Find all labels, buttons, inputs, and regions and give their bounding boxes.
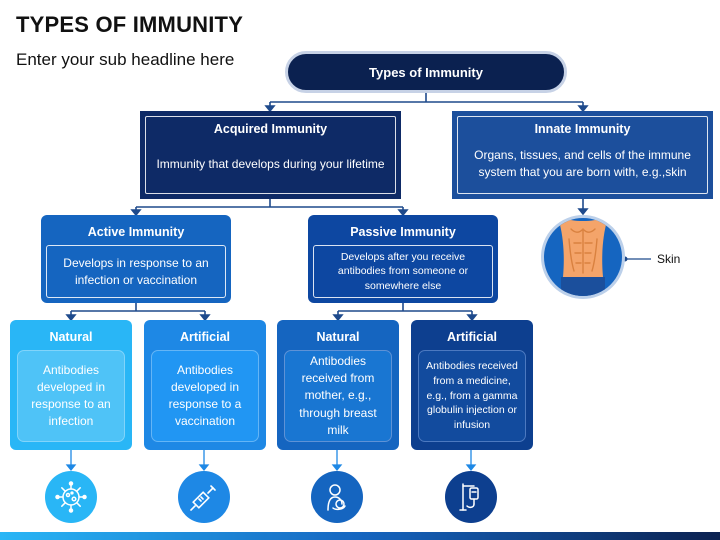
active-natural-node: Natural Antibodies developed in response…	[10, 320, 132, 450]
arrow-to-passive-artificial	[466, 314, 478, 322]
passive-desc: Develops after you receive antibodies fr…	[313, 245, 493, 298]
acquired-desc: Immunity that develops during your lifet…	[156, 156, 385, 171]
arrow-to-skin	[577, 208, 589, 216]
skin-label: Skin	[657, 252, 681, 266]
arrow-to-passive	[397, 209, 409, 217]
innate-title: Innate Immunity	[534, 122, 631, 136]
root-label: Types of Immunity	[369, 64, 483, 80]
arrow-to-passive-natural	[332, 314, 344, 322]
arrow-to-active	[130, 209, 142, 217]
arrow-to-acquired	[264, 105, 276, 113]
leaf-title: Artificial	[446, 330, 497, 344]
types-of-immunity-node: Types of Immunity	[285, 51, 567, 93]
innate-desc: Organs, tissues, and cells of the immune…	[474, 148, 691, 179]
innate-immunity-node: Innate Immunity Organs, tissues, and cel…	[452, 111, 713, 199]
mother-baby-icon	[311, 471, 363, 523]
leaf-desc: Antibodies received from mother, e.g., t…	[284, 350, 392, 442]
bottom-accent-bar	[0, 532, 720, 540]
leaf-desc: Antibodies developed in response to a va…	[151, 350, 259, 442]
passive-natural-node: Natural Antibodies received from mother,…	[277, 320, 399, 450]
passive-immunity-node: Passive Immunity Develops after you rece…	[308, 215, 498, 303]
acquired-title: Acquired Immunity	[213, 122, 328, 136]
leaf-title: Natural	[49, 330, 93, 344]
passive-title: Passive Immunity	[350, 225, 456, 239]
active-artificial-node: Artificial Antibodies developed in respo…	[144, 320, 266, 450]
page-subtitle: Enter your sub headline here	[16, 50, 235, 69]
page-title: TYPES OF IMMUNITY	[16, 12, 244, 37]
skin-torso-icon	[541, 215, 625, 299]
acquired-immunity-node: Acquired Immunity Immunity that develops…	[140, 111, 401, 199]
leaf-title: Artificial	[179, 330, 230, 344]
virus-icon	[45, 471, 97, 523]
iv-drip-icon	[445, 471, 497, 523]
syringe-icon	[178, 471, 230, 523]
leaf-title: Natural	[316, 330, 360, 344]
arrow-to-active-natural	[65, 314, 77, 322]
arrow-to-innate	[577, 105, 589, 113]
active-desc: Develops in response to an infection or …	[46, 245, 226, 298]
leaf-desc: Antibodies received from a medicine, e.g…	[418, 350, 526, 442]
passive-artificial-node: Artificial Antibodies received from a me…	[411, 320, 533, 450]
arrow-to-active-artificial	[199, 314, 211, 322]
active-immunity-node: Active Immunity Develops in response to …	[41, 215, 231, 303]
active-title: Active Immunity	[87, 225, 185, 239]
leaf-desc: Antibodies developed in response to an i…	[17, 350, 125, 442]
